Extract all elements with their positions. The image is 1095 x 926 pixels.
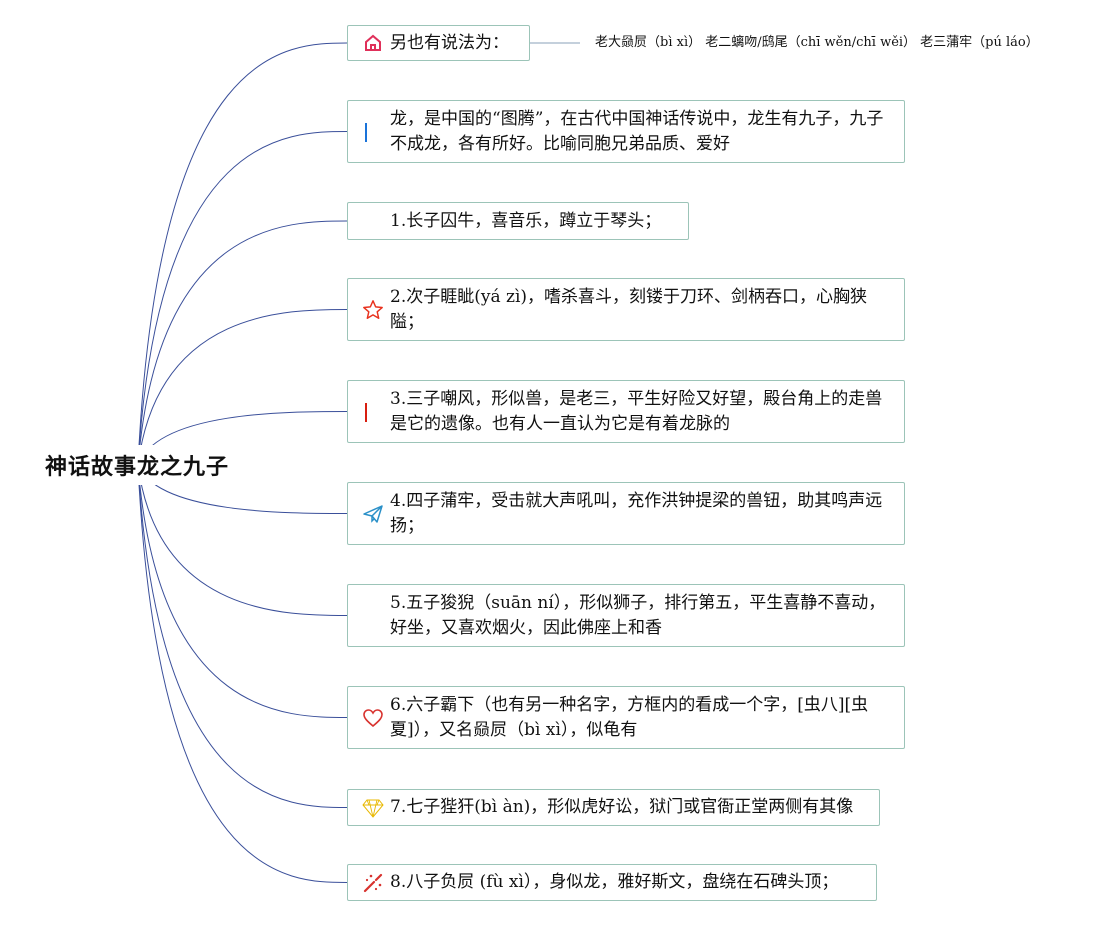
topic-son-5[interactable]: 5.五子狻猊（suān ní），形似狮子，排行第五，平生喜静不喜动，好坐，又喜欢… [347, 584, 905, 647]
topic-label: 4.四子蒲牢，受击就大声吼叫，充作洪钟提梁的兽钮，助其鸣声远扬； [390, 490, 883, 536]
topic-label: 5.五子狻猊（suān ní），形似狮子，排行第五，平生喜静不喜动，好坐，又喜欢… [390, 592, 886, 638]
topic-label: 7.七子狴犴(bì àn)，形似虎好讼，狱门或官衙正堂两侧有其像 [390, 797, 854, 817]
topic-son-2[interactable]: 2.次子睚眦(yá zì)，嗜杀喜斗，刻镂于刀环、剑柄吞口，心胸狭隘； [347, 278, 905, 341]
connector-line [137, 42, 348, 466]
magic-wand-icon [362, 872, 384, 894]
diamond-icon [362, 797, 384, 819]
paper-plane-icon [362, 503, 384, 525]
house-icon [362, 32, 384, 54]
connector-line [137, 464, 348, 718]
fire-icon [362, 605, 384, 627]
aside-note: 老大赑屃（bì xì） 老二螭吻/鸱尾（chī wěn/chī wěi） 老三蒲… [595, 33, 1039, 53]
topic-label: 8.八子负屃 (fù xì），身似龙，雅好斯文，盘绕在石碑头顶； [390, 872, 839, 892]
topic-son-3[interactable]: 3.三子嘲风，形似兽，是老三，平生好险又好望，殿台角上的走兽是它的遗像。也有人一… [347, 380, 905, 443]
connector-line [137, 131, 348, 466]
topic-label: 龙，是中国的“图腾”，在古代中国神话传说中，龙生有九子，九子不成龙，各有所好。比… [390, 108, 884, 154]
topic-label: 6.六子霸下（也有另一种名字，方框内的看成一个字，[虫八][虫夏]），又名赑屃（… [390, 694, 869, 740]
blue-flag-icon [362, 121, 384, 143]
connector-line [137, 309, 348, 466]
connector-line [137, 464, 348, 883]
topic-son-6[interactable]: 6.六子霸下（也有另一种名字，方框内的看成一个字，[虫八][虫夏]），又名赑屃（… [347, 686, 905, 749]
topic-son-8[interactable]: 8.八子负屃 (fù xì），身似龙，雅好斯文，盘绕在石碑头顶； [347, 864, 877, 901]
topic-alternate-saying[interactable]: 另也有说法为： [347, 25, 530, 61]
star-icon [362, 299, 384, 321]
red-flag-icon [362, 401, 384, 423]
topic-son-7[interactable]: 7.七子狴犴(bì àn)，形似虎好讼，狱门或官衙正堂两侧有其像 [347, 789, 880, 826]
topic-label: 另也有说法为： [390, 32, 509, 53]
connector-line [137, 220, 348, 466]
topic-label: 2.次子睚眦(yá zì)，嗜杀喜斗，刻镂于刀环、剑柄吞口，心胸狭隘； [390, 286, 868, 332]
root-topic[interactable]: 神话故事龙之九子 [27, 445, 247, 485]
fire-icon [362, 210, 384, 232]
connector-line [137, 464, 348, 808]
connector-line [137, 464, 348, 616]
topic-label: 1.长子囚牛，喜音乐，蹲立于琴头； [390, 210, 662, 231]
topic-son-1[interactable]: 1.长子囚牛，喜音乐，蹲立于琴头； [347, 202, 689, 240]
root-topic-label: 神话故事龙之九子 [44, 455, 229, 480]
topic-label: 3.三子嘲风，形似兽，是老三，平生好险又好望，殿台角上的走兽是它的遗像。也有人一… [390, 388, 883, 434]
topic-son-4[interactable]: 4.四子蒲牢，受击就大声吼叫，充作洪钟提梁的兽钮，助其鸣声远扬； [347, 482, 905, 545]
aside-note-label: 老大赑屃（bì xì） 老二螭吻/鸱尾（chī wěn/chī wěi） 老三蒲… [595, 35, 1039, 50]
heart-icon [362, 707, 384, 729]
topic-intro[interactable]: 龙，是中国的“图腾”，在古代中国神话传说中，龙生有九子，九子不成龙，各有所好。比… [347, 100, 905, 163]
